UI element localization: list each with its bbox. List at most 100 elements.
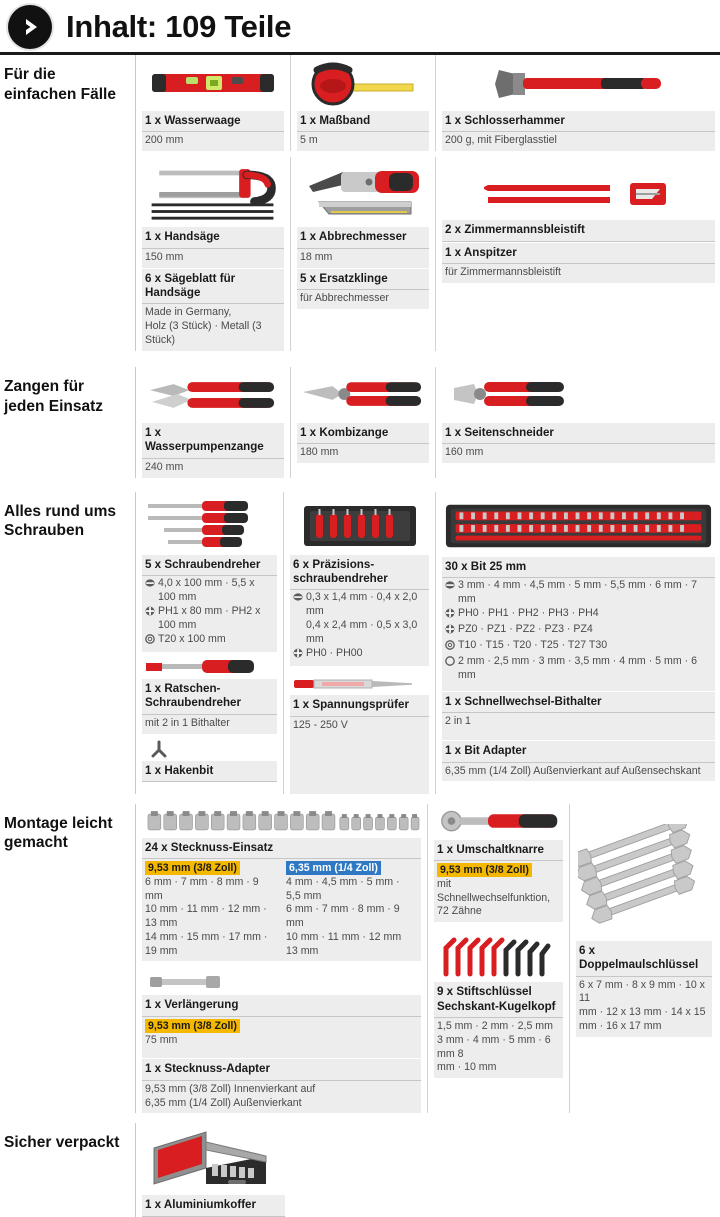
item-name: 1 x Anspitzer (442, 241, 715, 265)
item-spec: 9,53 mm (3/8 Zoll) mit Schnellwechselfun… (434, 861, 563, 923)
item-spec: 240 mm (142, 458, 284, 478)
item-spec: 180 mm (297, 444, 429, 464)
item-spec: 200 g, mit Fiberglasstiel (442, 132, 715, 152)
item-umschaltknarre: 1 x Umschaltknarre 9,53 mm (3/8 Zoll) mi… (428, 803, 570, 1114)
item-schraubendreher: 5 x Schraubendreher 4,0 x 100 mm · 5,5 x… (136, 491, 284, 794)
size-badge: 9,53 mm (3/8 Zoll) (437, 863, 532, 878)
torx-bit-icon (145, 634, 155, 649)
item-name: 6 x Sägeblatt für Handsäge (142, 267, 284, 305)
hammer-icon (442, 55, 715, 110)
item-name: 6 x Präzisions- schraubendreher (290, 553, 429, 591)
section-zangen: Zangen für jeden Einsatz 1 x Wasserpumpe… (0, 366, 720, 478)
size-badge: 6,35 mm (1/4 Zoll) (286, 861, 381, 876)
section-einfache-faelle: Für die einfachen Fälle 1 x Wasserwaage … (0, 55, 720, 351)
socket-group-38: 9,53 mm (3/8 Zoll) 6 mm · 7 mm · 8 mm · … (145, 861, 268, 957)
item-spec: 9,53 mm (3/8 Zoll) 75 mm (142, 1016, 421, 1051)
item-name: 1 x Kombizange (297, 421, 429, 445)
precision-screwdriver-case-icon (290, 492, 429, 554)
item-name: 5 x Schraubendreher (142, 553, 277, 576)
item-spec: 6 x 7 mm · 8 x 9 mm · 10 x 11 mm · 12 x … (576, 976, 712, 1037)
item-name: 1 x Bit Adapter (442, 740, 715, 763)
ratchet-screwdriver-icon (142, 652, 277, 678)
item-aluminiumkoffer: 1 x Aluminiumkoffer (136, 1123, 291, 1217)
item-spec: 200 mm (142, 132, 284, 152)
item-name: 1 x Schlosserhammer (442, 110, 715, 133)
item-name: 1 x Abbrechmesser (297, 226, 429, 249)
section-title: Montage leicht gemacht (4, 814, 113, 852)
slotted-bit-icon (445, 580, 455, 595)
socket-set-icon (142, 804, 421, 837)
header-divider (0, 52, 720, 55)
extension-bar-icon (142, 961, 421, 994)
item-bit25: 30 x Bit 25 mm 3 mm · 4 mm · 4,5 mm · 5 … (436, 492, 720, 794)
section-title: Für die einfachen Fälle (4, 66, 116, 103)
page-header: Inhalt: 109 Teile (0, 0, 720, 52)
item-name: 1 x Handsäge (142, 226, 284, 249)
socket-group-14: 6,35 mm (1/4 Zoll) 4 mm · 4,5 mm · 5 mm … (286, 861, 402, 957)
side-cutter-icon (442, 367, 715, 422)
spirit-level-icon (142, 55, 284, 110)
item-stecknuss-einsatz: 24 x Stecknuss-Einsatz 9,53 mm (3/8 Zoll… (136, 803, 428, 1114)
slotted-bit-icon (293, 592, 303, 607)
item-wasserwaage: 1 x Wasserwaage 200 mm (136, 55, 291, 152)
torx-bit-icon (445, 640, 455, 655)
item-spec: 150 mm (142, 248, 284, 268)
item-spec: Made in Germany, Holz (3 Stück) · Metall… (142, 304, 284, 351)
page-title: Inhalt: 109 Teile (66, 9, 292, 44)
item-spec: 0,3 x 1,4 mm · 0,4 x 2,0 mm 0,4 x 2,4 mm… (290, 590, 429, 667)
phillips-bit-icon (445, 608, 455, 623)
item-spec: für Abbrechmesser (297, 289, 429, 309)
item-spec: 160 mm (442, 444, 715, 464)
item-row: 5 x Schraubendreher 4,0 x 100 mm · 5,5 x… (136, 491, 720, 794)
section-schrauben: Alles rund ums Schrauben 5 x Schraubendr… (0, 491, 720, 794)
voltage-tester-icon (290, 666, 429, 694)
tape-measure-icon (297, 55, 429, 110)
hex-bit-icon (445, 655, 455, 671)
item-handsaege: 1 x Handsäge 150 mm 6 x Sägeblatt für Ha… (136, 157, 291, 351)
item-spec: 5 m (297, 132, 429, 152)
item-name: 1 x Verlängerung (142, 994, 421, 1017)
item-praezisionsschraubendreher: 6 x Präzisions- schraubendreher 0,3 x 1,… (284, 491, 436, 794)
section-title: Alles rund ums Schrauben (4, 502, 116, 540)
slotted-bit-icon (145, 578, 155, 593)
item-name: 1 x Spannungsprüfer (290, 694, 429, 717)
item-row: 1 x Handsäge 150 mm 6 x Sägeblatt für Ha… (136, 157, 720, 351)
item-name: 9 x Stiftschlüssel Sechskant-Kugelkopf (434, 981, 563, 1019)
item-spec: 2 in 1 (442, 713, 715, 733)
item-name: 1 x Schnellwechsel-Bithalter (442, 690, 715, 714)
item-abbrechmesser: 1 x Abbrechmesser 18 mm 5 x Ersatzklinge… (291, 157, 436, 351)
item-spec: 9,53 mm (3/8 Zoll) Innenvierkant auf 6,3… (142, 1080, 421, 1114)
hacksaw-icon (142, 157, 284, 226)
section-title: Zangen für jeden Einsatz (4, 377, 104, 415)
item-row: 24 x Stecknuss-Einsatz 9,53 mm (3/8 Zoll… (136, 803, 720, 1114)
aluminium-case-icon (142, 1123, 285, 1194)
item-kombizange: 1 x Kombizange 180 mm (291, 366, 436, 478)
item-name: 1 x Wasserpumpenzange (142, 421, 284, 459)
hook-bit-icon (142, 734, 277, 760)
item-spec: 125 - 250 V (290, 716, 429, 736)
item-schlosserhammer: 1 x Schlosserhammer 200 g, mit Fiberglas… (436, 55, 720, 152)
carpenter-pencil-icon (442, 157, 715, 219)
item-name: 1 x Maßband (297, 110, 429, 133)
section-montage: Montage leicht gemacht 24 x Stecknuss-Ei… (0, 803, 720, 1114)
hex-key-set-icon (434, 922, 563, 981)
chevron-right-circle-icon (8, 5, 52, 49)
item-name: 5 x Ersatzklinge (297, 267, 429, 290)
ratchet-icon (434, 804, 563, 839)
item-spec: 18 mm (297, 248, 429, 268)
phillips-bit-icon (145, 606, 155, 621)
open-end-wrench-set-icon (576, 804, 712, 940)
item-spec: für Zimmermannsbleistift (442, 264, 715, 283)
item-name: 1 x Seitenschneider (442, 421, 715, 445)
item-doppelmaulschluessel: 6 x Doppelmaulschlüssel 6 x 7 mm · 8 x 9… (570, 804, 718, 1114)
section-title: Sicher verpackt (4, 1134, 120, 1152)
item-zimmermannsbleistift: 2 x Zimmermannsbleistift 1 x Anspitzer f… (436, 157, 720, 351)
item-name: 1 x Aluminiumkoffer (142, 1194, 285, 1217)
item-seitenschneider: 1 x Seitenschneider 160 mm (436, 367, 720, 478)
size-badge: 9,53 mm (3/8 Zoll) (145, 861, 240, 876)
item-name: 6 x Doppelmaulschlüssel (576, 939, 712, 977)
section-sicher-verpackt: Sicher verpackt 1 x Aluminiumkoffer (0, 1123, 720, 1217)
screwdriver-set-icon (142, 492, 277, 554)
combination-pliers-icon (297, 367, 429, 422)
utility-knife-icon (297, 157, 429, 226)
